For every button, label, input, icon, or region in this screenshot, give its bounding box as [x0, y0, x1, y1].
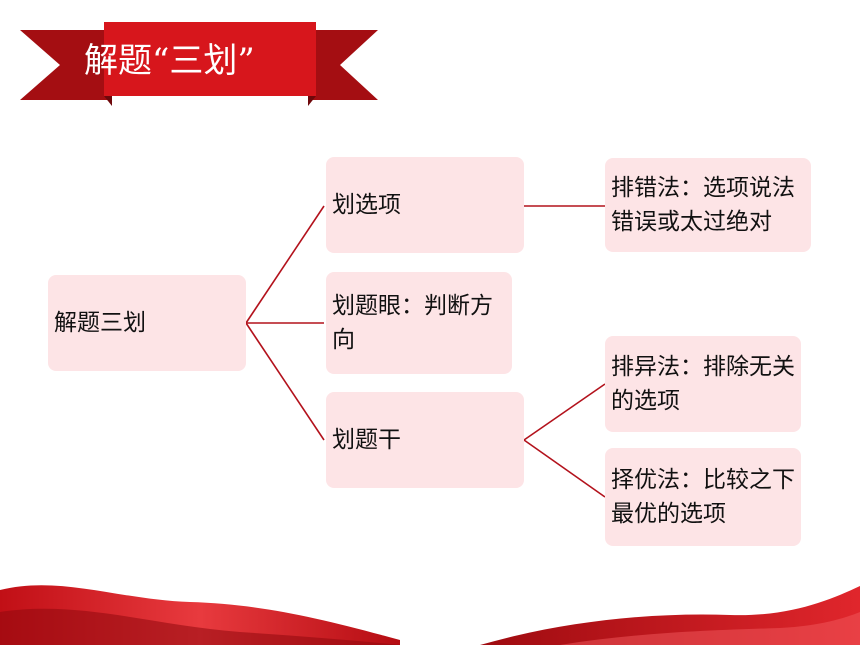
leaf-node-eliminate-irrelevant: 排异法：排除无关的选项 [605, 336, 801, 432]
branch-node-label: 划题眼：判断方向 [332, 293, 493, 353]
root-node: 解题三划 [48, 275, 246, 371]
connector-lines [245, 205, 606, 498]
leaf-node-choose-best: 择优法：比较之下最优的选项 [605, 448, 801, 546]
leaf-node-label: 排异法：排除无关的选项 [611, 354, 795, 414]
leaf-node-label: 排错法：选项说法错误或太过绝对 [611, 175, 795, 235]
slide-title: 解题“三划” [84, 41, 255, 81]
root-node-label: 解题三划 [54, 310, 146, 336]
title-banner [20, 22, 378, 106]
leaf-node-label: 择优法：比较之下最优的选项 [611, 467, 795, 527]
branch-node-label: 划选项 [332, 192, 401, 218]
branch-node-key-words: 划题眼：判断方向 [326, 272, 512, 374]
branch-node-label: 划题干 [332, 427, 401, 453]
branch-node-select-options: 划选项 [326, 157, 524, 253]
bottom-wave [0, 585, 860, 645]
leaf-node-eliminate-wrong: 排错法：选项说法错误或太过绝对 [605, 158, 811, 252]
branch-node-stem: 划题干 [326, 392, 524, 488]
